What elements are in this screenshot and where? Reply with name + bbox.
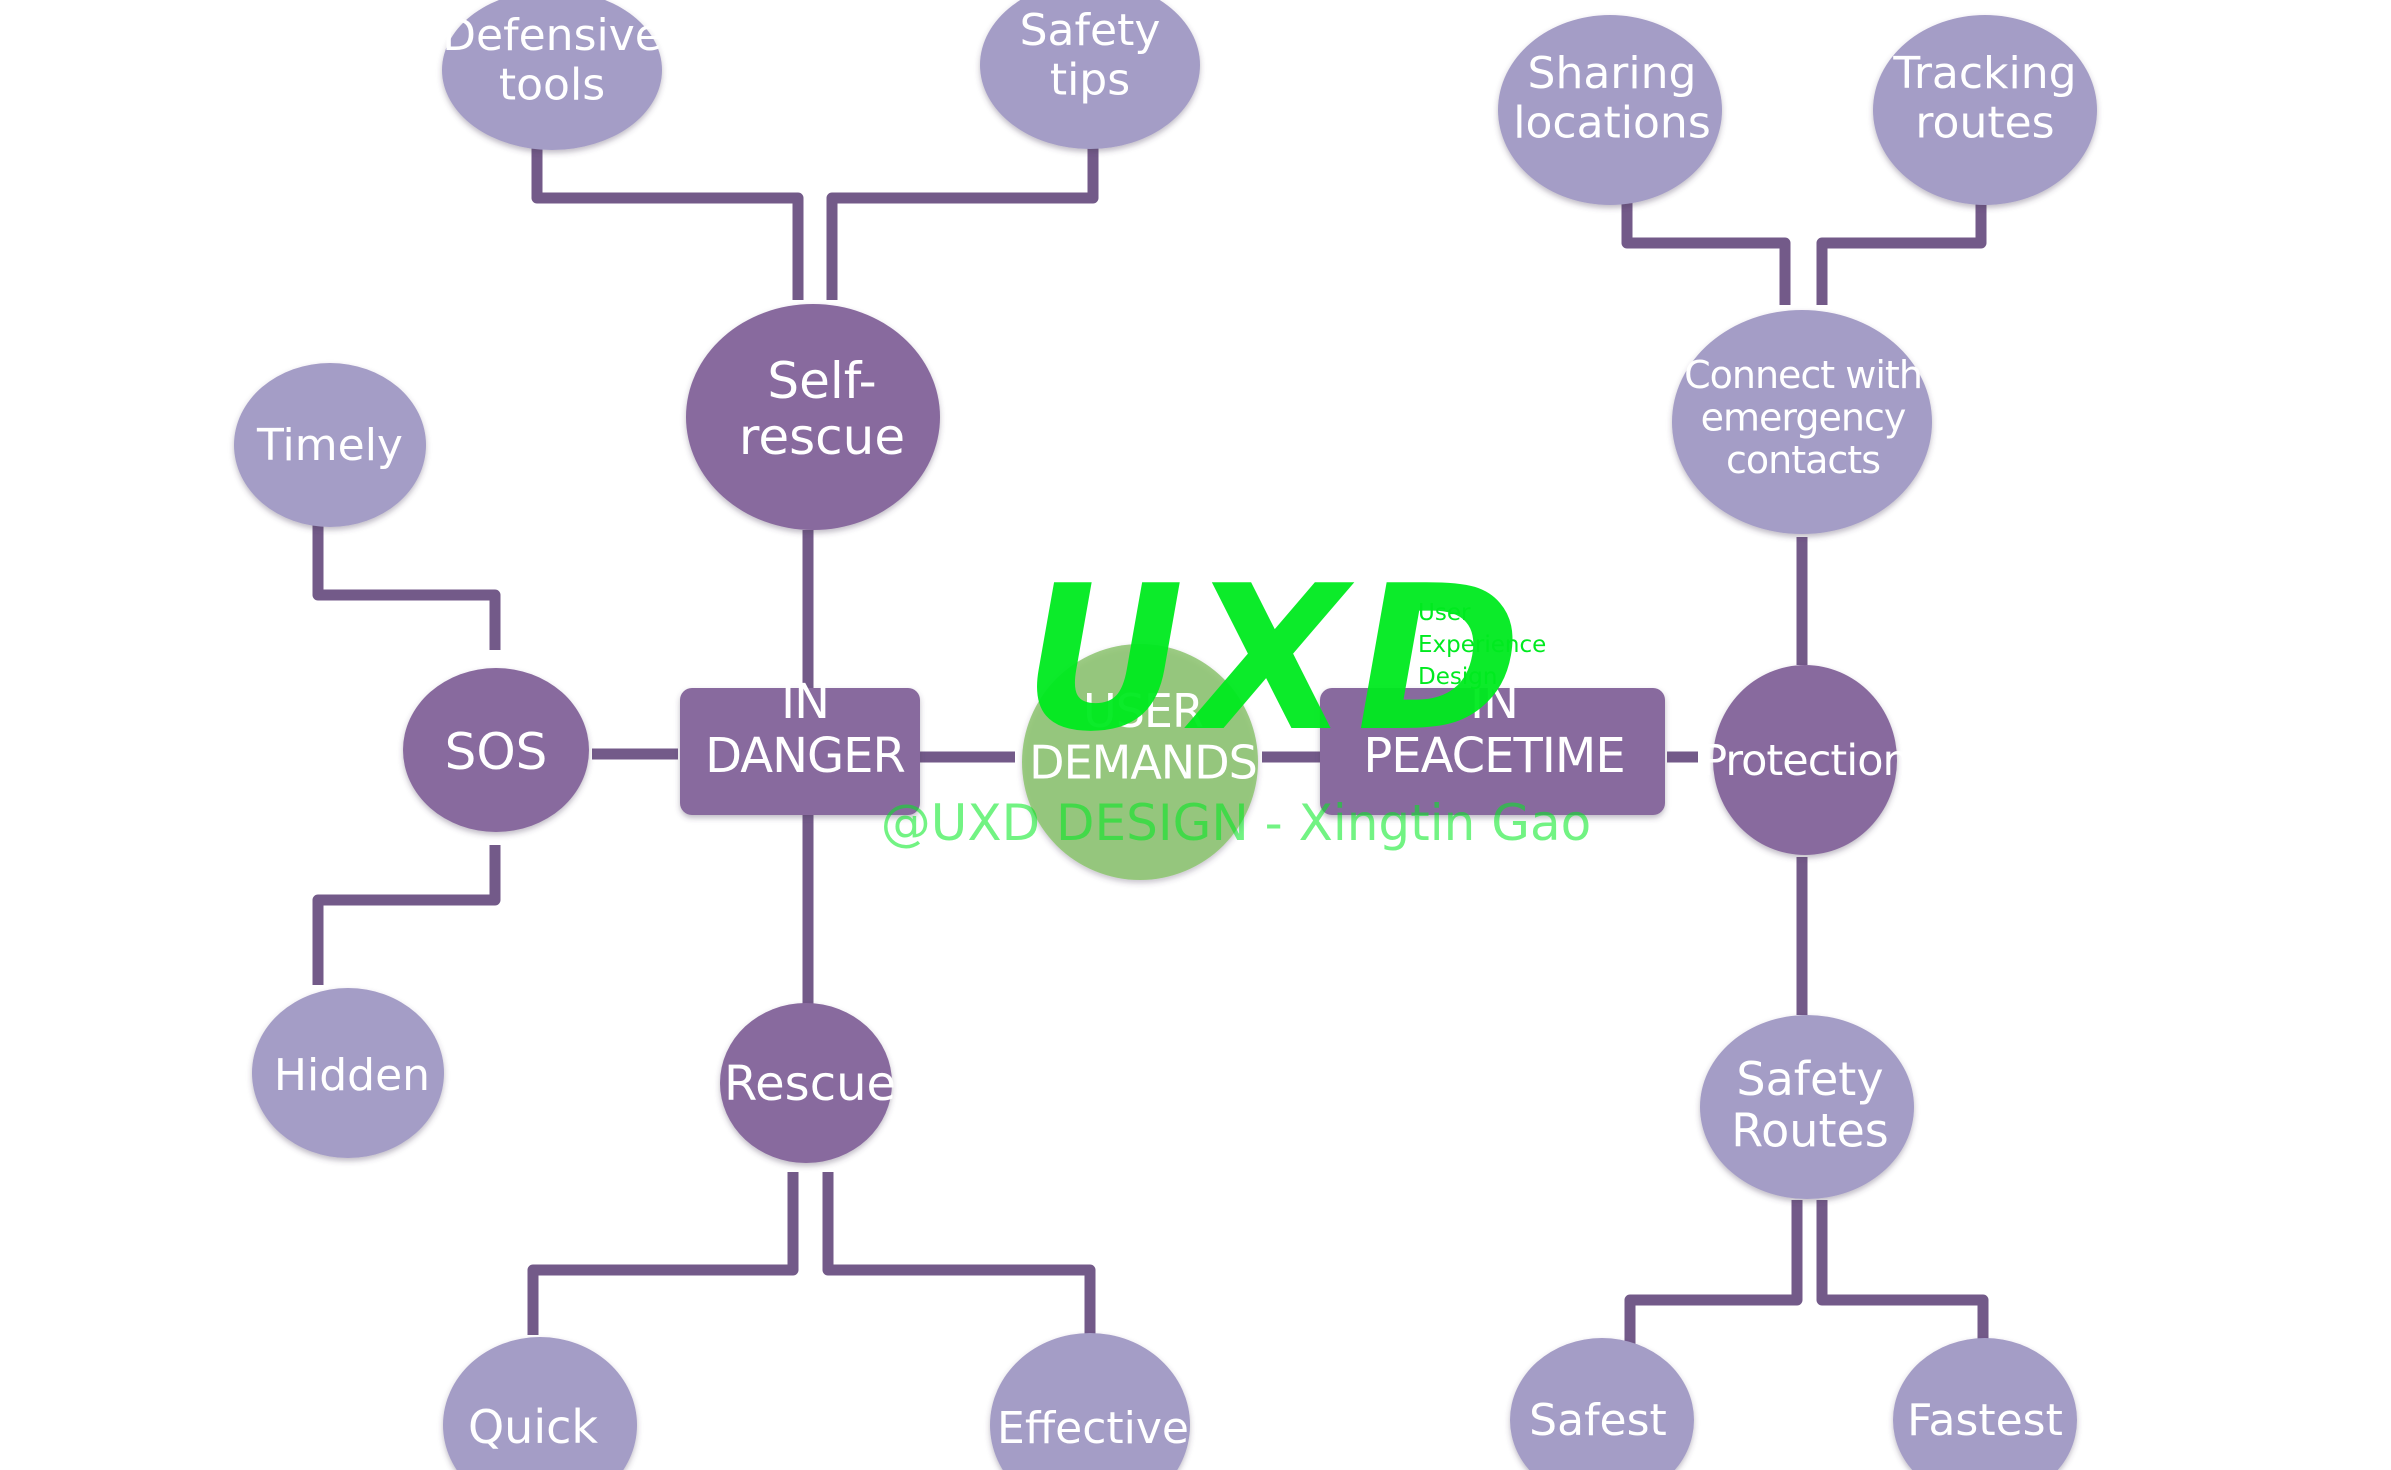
timely-circle xyxy=(234,363,426,527)
in-danger-node xyxy=(680,688,920,815)
hidden-circle xyxy=(252,988,444,1158)
effective-label: Effective xyxy=(997,1403,1189,1454)
label-line: User xyxy=(1418,600,1471,626)
label-line: SOS xyxy=(445,723,548,781)
label-line: rescue xyxy=(739,408,905,466)
connector-safest-safety-routes xyxy=(1624,1200,1803,1345)
label-line: contacts xyxy=(1726,438,1880,482)
label-line: Self- xyxy=(767,352,876,410)
label-line: DEMANDS xyxy=(1029,736,1257,790)
label-line: Tracking xyxy=(1892,48,2076,99)
label-line: locations xyxy=(1513,97,1711,148)
label-line: IN xyxy=(1470,674,1518,730)
protection-node xyxy=(1713,665,1897,855)
label-line: Fastest xyxy=(1907,1395,2063,1446)
sos-circle xyxy=(403,668,589,832)
label-line: Defensive xyxy=(442,10,662,61)
protection-circle xyxy=(1713,665,1897,855)
connect-emergency-circle xyxy=(1672,310,1932,534)
label-line: Sharing xyxy=(1528,48,1697,99)
rescue-node xyxy=(720,1003,892,1163)
timely-label: Timely xyxy=(256,420,403,471)
label-line: Quick xyxy=(468,1400,598,1454)
hidden-label: Hidden xyxy=(274,1050,430,1101)
label-line: Timely xyxy=(256,420,403,471)
connector-tracking-connect xyxy=(1816,187,1987,305)
safety-routes-circle xyxy=(1700,1015,1914,1199)
sos-node xyxy=(403,668,589,832)
label-line: tips xyxy=(1050,54,1130,105)
label-line: DANGER xyxy=(705,728,905,784)
self-rescue-label: Self-rescue xyxy=(739,352,905,466)
label-line: Protection xyxy=(1701,736,1909,786)
center-circle xyxy=(1022,644,1258,880)
rescue-label: Rescue xyxy=(724,1056,896,1112)
label-line: Safety xyxy=(1020,5,1161,56)
connector-defensive-self-rescue xyxy=(531,148,804,300)
light-nodes xyxy=(234,0,2097,1470)
label-line: Safest xyxy=(1529,1395,1667,1446)
self-rescue-circle xyxy=(686,304,940,530)
self-rescue-node xyxy=(686,304,940,530)
in-peacetime-node xyxy=(1320,688,1665,815)
label-line: PEACETIME xyxy=(1363,728,1624,784)
in-peacetime-box xyxy=(1320,688,1665,815)
connector-lines xyxy=(312,148,1989,1345)
label-line: Safety xyxy=(1736,1052,1883,1106)
label-line: Hidden xyxy=(274,1050,430,1101)
effective-circle xyxy=(990,1333,1190,1470)
label-line: Experience xyxy=(1418,632,1546,658)
rescue-circle xyxy=(720,1003,892,1163)
safety-tips-circle xyxy=(980,0,1200,149)
connector-effective-rescue xyxy=(822,1172,1096,1335)
sharing-locations-circle xyxy=(1498,15,1722,205)
tracking-routes-circle xyxy=(1873,15,2097,205)
label-line: Rescue xyxy=(724,1056,896,1112)
label-line: Design xyxy=(1418,664,1497,690)
watermark-logo: UXD xyxy=(1002,542,1550,775)
safest-label: Safest xyxy=(1529,1395,1667,1446)
fastest-circle xyxy=(1893,1338,2077,1470)
connector-timely-sos xyxy=(312,525,501,650)
connector-safety-tips-self-rescue xyxy=(826,148,1099,300)
safest-circle xyxy=(1510,1338,1694,1470)
label-line: IN xyxy=(781,674,829,730)
connector-sharing-connect xyxy=(1621,187,1791,305)
connector-hidden-sos xyxy=(312,845,501,985)
label-line: Effective xyxy=(997,1403,1189,1454)
defensive-tools-circle xyxy=(442,0,662,150)
quick-circle xyxy=(443,1337,637,1470)
label-line: Routes xyxy=(1731,1104,1889,1158)
label-line: routes xyxy=(1915,97,2054,148)
fastest-label: Fastest xyxy=(1907,1395,2063,1446)
quick-label: Quick xyxy=(468,1400,598,1454)
label-line: tools xyxy=(499,59,605,110)
center-node xyxy=(1022,644,1258,880)
protection-label: Protection xyxy=(1701,736,1909,786)
connector-quick-rescue xyxy=(527,1172,799,1335)
connector-fastest-safety-routes xyxy=(1816,1200,1989,1345)
label-line: emergency xyxy=(1701,396,1906,440)
sos-label: SOS xyxy=(445,723,548,781)
label-line: Connect with xyxy=(1684,353,1922,397)
in-danger-box xyxy=(680,688,920,815)
label-line: USER xyxy=(1083,684,1203,738)
watermark-credit: @UXD DESIGN - Xingtin Gao xyxy=(881,794,1591,852)
